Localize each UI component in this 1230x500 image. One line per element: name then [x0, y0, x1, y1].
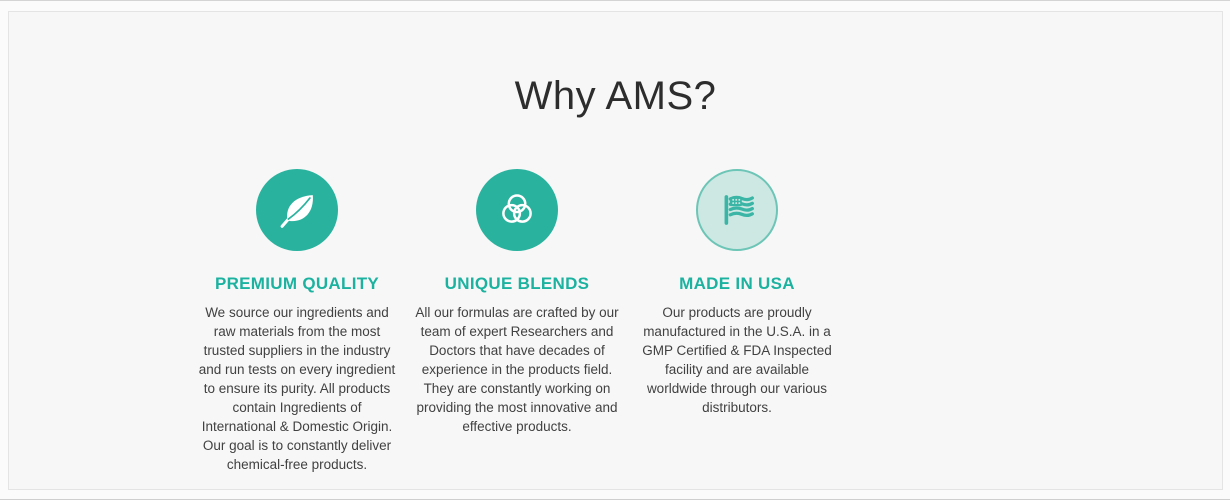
feature-unique-blends: UNIQUE BLENDS All our formulas are craft… [407, 169, 627, 474]
feature-description: All our formulas are crafted by our team… [415, 305, 619, 434]
leaf-icon [274, 187, 320, 233]
feature-title: PREMIUM QUALITY [214, 274, 380, 293]
why-ams-section: Why AMS? PREMIUM QUALITY We source our i… [8, 11, 1223, 490]
blend-circles-icon [494, 187, 540, 233]
features-row: PREMIUM QUALITY We source our ingredient… [187, 169, 847, 474]
section-heading: Why AMS? [514, 74, 717, 118]
feature-title: UNIQUE BLENDS [444, 274, 590, 293]
feature-made-in-usa: MADE IN USA Our products are proudly man… [627, 169, 847, 474]
feature-premium-quality: PREMIUM QUALITY We source our ingredient… [187, 169, 407, 474]
feature-title: MADE IN USA [679, 274, 795, 293]
feature-badge [476, 169, 558, 251]
feature-badge [256, 169, 338, 251]
feature-badge [696, 169, 778, 251]
feature-description: We source our ingredients and raw materi… [198, 305, 396, 472]
usa-flag-icon [714, 187, 760, 233]
feature-description: Our products are proudly manufactured in… [642, 305, 832, 415]
